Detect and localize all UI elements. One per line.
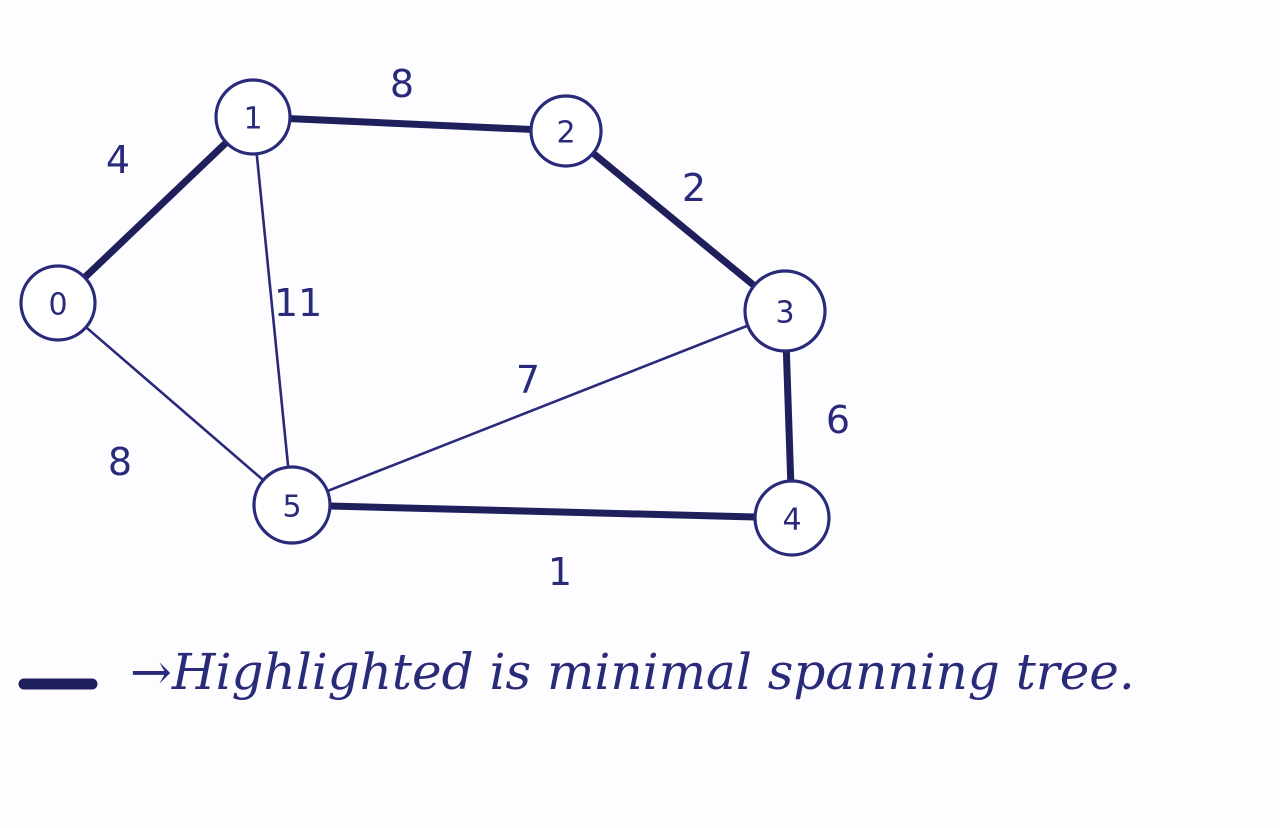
nodes-layer: 0 1 2 3 4 5 <box>19 78 831 557</box>
edge-3-4-highlighted <box>782 347 795 485</box>
edge-weight-0-5: 8 <box>108 440 132 484</box>
edge-5-4-highlighted <box>326 502 759 521</box>
edges-layer: 4 8 2 11 8 7 6 1 <box>81 62 850 594</box>
edge-1-5 <box>255 152 290 469</box>
legend-text: →Highlighted is minimal spanning tree. <box>130 643 1135 701</box>
edge-weight-5-4: 1 <box>548 550 572 594</box>
node-label-0: 0 <box>48 288 67 323</box>
node-4: 4 <box>753 479 831 557</box>
node-label-1: 1 <box>243 102 262 137</box>
node-label-4: 4 <box>782 503 801 538</box>
node-3: 3 <box>743 269 827 353</box>
legend: →Highlighted is minimal spanning tree. <box>18 643 1135 701</box>
node-circle-1 <box>214 78 292 156</box>
edge-weight-2-3: 2 <box>682 166 706 210</box>
node-circle-4 <box>753 479 831 557</box>
edge-weight-1-5: 11 <box>274 281 322 325</box>
node-label-5: 5 <box>282 490 301 525</box>
edge-1-2-highlighted <box>286 115 535 133</box>
edge-5-3 <box>326 324 750 493</box>
edge-weight-3-4: 6 <box>826 398 850 442</box>
edge-weight-5-3: 7 <box>516 358 540 402</box>
node-label-2: 2 <box>556 116 575 151</box>
node-label-3: 3 <box>775 296 794 331</box>
node-circle-2 <box>529 94 603 168</box>
edge-0-1-highlighted <box>81 139 230 281</box>
edge-weight-0-1: 4 <box>106 138 130 182</box>
edge-0-5 <box>84 325 265 482</box>
edge-2-3-highlighted <box>589 149 758 290</box>
node-1: 1 <box>214 78 292 156</box>
node-0: 0 <box>19 264 97 342</box>
node-circle-5 <box>252 465 332 545</box>
node-circle-3 <box>743 269 827 353</box>
node-circle-0 <box>19 264 97 342</box>
node-2: 2 <box>529 94 603 168</box>
edge-weight-1-2: 8 <box>390 62 414 106</box>
node-5: 5 <box>252 465 332 545</box>
